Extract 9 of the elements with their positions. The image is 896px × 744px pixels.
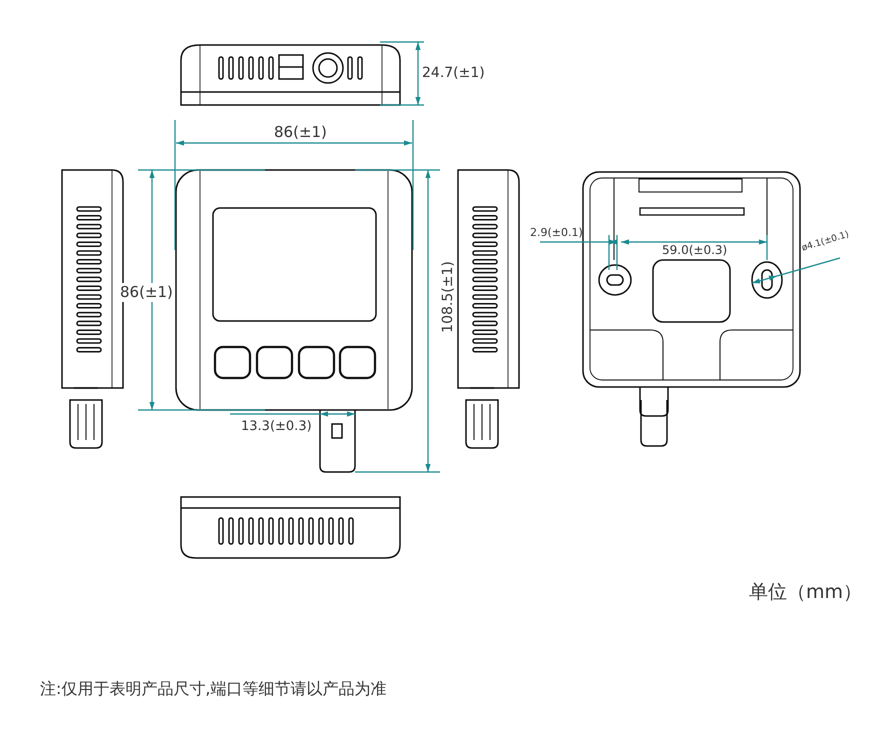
dimension-label: 24.7(±1) xyxy=(422,66,485,80)
note-text: 注:仅用于表明产品尺寸,端口等细节请以产品为准 xyxy=(40,681,386,697)
dimension-label: 13.3(±0.3) xyxy=(241,420,312,433)
dimension-label: 2.9(±0.1) xyxy=(530,227,583,238)
dimension-label: 59.0(±0.3) xyxy=(662,244,728,256)
unit-label: 单位（mm） xyxy=(749,583,862,602)
dimension-label: 108.5(±1) xyxy=(441,261,455,333)
dimension-label: 86(±1) xyxy=(120,283,173,302)
dimension-label: 86(±1) xyxy=(274,125,327,140)
